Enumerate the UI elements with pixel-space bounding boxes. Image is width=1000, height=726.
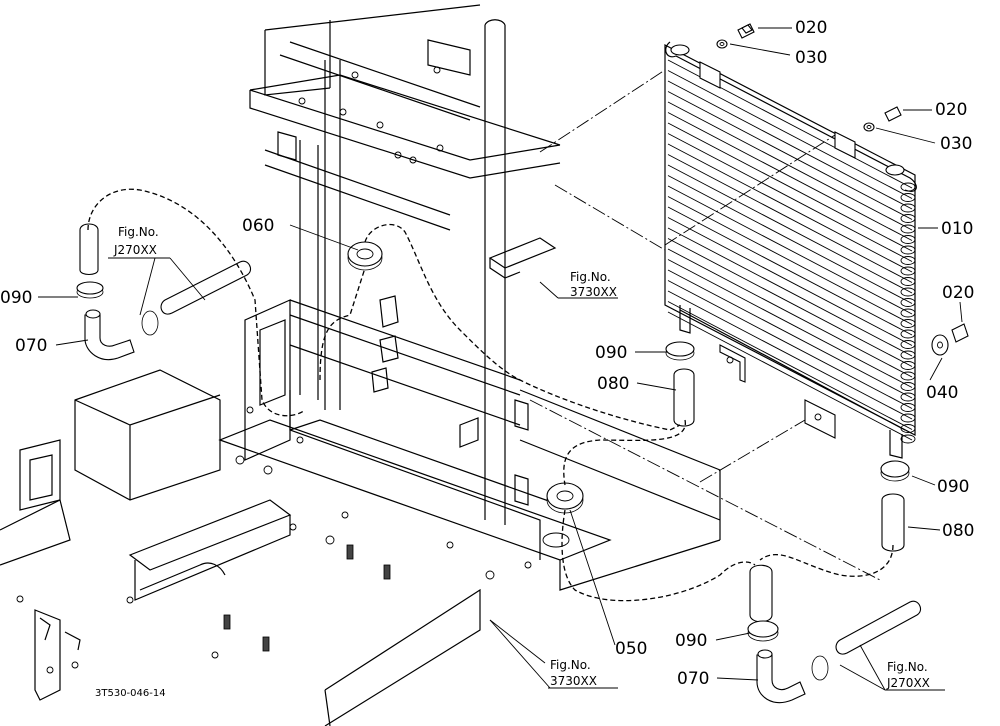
reference-line2: J270XX — [886, 676, 930, 690]
callout-080-right: 080 — [942, 521, 974, 541]
cooler-tube-end — [900, 382, 916, 391]
cooler-tube-end — [900, 392, 916, 402]
cooler-tube-end — [900, 371, 916, 381]
reference-line2: 3730XX — [570, 285, 617, 299]
cooler-fin — [667, 133, 913, 262]
cooler-fin — [667, 164, 913, 294]
cooler-fin — [667, 217, 913, 346]
callout-070-bottom: 070 — [677, 669, 709, 689]
cooler-tube-end — [900, 287, 916, 297]
reference-line2: J270XX — [113, 243, 157, 257]
cooler-fin — [667, 280, 913, 409]
diagram-code: 3T530-046-14 — [95, 688, 166, 699]
cooler-tube-end — [900, 424, 916, 433]
cooler-tube-end — [900, 329, 916, 339]
cooler-tube-end — [900, 224, 916, 234]
cooler-fin — [667, 185, 913, 315]
cooler-fin — [667, 301, 913, 430]
cooler-tube-end — [900, 256, 916, 265]
callout-090-right: 090 — [937, 477, 969, 497]
cooler-fin — [667, 290, 913, 420]
cooler-tube-end — [900, 361, 916, 370]
frame-structure — [0, 4, 721, 726]
callout-010: 010 — [941, 219, 973, 239]
cooler-fittings — [716, 23, 969, 356]
cooler-tube-end — [900, 203, 916, 213]
cooler-tube-end — [900, 298, 916, 307]
cooler-fin — [667, 175, 913, 304]
cooler-fin — [667, 196, 913, 325]
reference-line2: 3730XX — [550, 674, 597, 688]
callout-030-top: 030 — [795, 48, 827, 68]
cooler-tube-end — [900, 308, 916, 318]
cooler-tube-end — [900, 235, 916, 244]
cooler-fin — [667, 259, 913, 388]
callout-090-center: 090 — [595, 343, 627, 363]
reference-j270-left: Fig.No. J270XX — [113, 225, 159, 257]
cooler-fin — [667, 206, 913, 336]
callout-leaders — [38, 27, 963, 691]
cooler-fin — [667, 154, 913, 283]
cooler-tube-end — [900, 434, 916, 444]
cooler-fin — [667, 112, 913, 241]
callout-050: 050 — [615, 639, 647, 659]
reference-line1: Fig.No. — [118, 225, 159, 239]
cooler-fin — [667, 122, 913, 252]
callout-090-bottom: 090 — [675, 631, 707, 651]
callout-080-center: 080 — [597, 374, 629, 394]
callout-040: 040 — [926, 383, 958, 403]
cooler-fin — [667, 70, 913, 199]
cooler-tube-end — [900, 403, 916, 412]
callout-020-middle: 020 — [935, 100, 967, 120]
cooler-tube-end — [900, 193, 916, 202]
cooler-fin — [667, 248, 913, 378]
cooler-fin — [667, 143, 913, 273]
callout-070-left: 070 — [15, 336, 47, 356]
callout-labels: 020 030 020 030 010 020 040 060 090 070 … — [0, 18, 974, 689]
cooler-fin — [667, 80, 913, 210]
oil-cooler-core — [664, 41, 917, 459]
cooler-tube-end — [900, 350, 916, 360]
figure-references: Fig.No. 3730XX Fig.No. J270XX Fig.No. 37… — [113, 225, 930, 690]
hose-assemblies — [76, 223, 921, 704]
cooler-tube-end — [900, 277, 916, 286]
reference-line1: Fig.No. — [887, 660, 928, 674]
callout-060: 060 — [242, 216, 274, 236]
cooler-fin — [667, 311, 913, 441]
reference-3730-top: Fig.No. 3730XX — [570, 270, 617, 299]
cooler-fin — [667, 238, 913, 367]
cooler-tube-end — [900, 340, 916, 349]
cooler-tube-end — [900, 413, 916, 423]
reference-3730-bottom: Fig.No. 3730XX — [550, 658, 597, 688]
callout-030-middle: 030 — [940, 134, 972, 154]
cooler-tube-end — [900, 182, 916, 192]
reference-line1: Fig.No. — [570, 270, 611, 284]
cooler-fin — [667, 269, 913, 399]
cooler-tube-end — [900, 214, 916, 223]
reference-j270-right: Fig.No. J270XX — [886, 660, 930, 690]
hose-routing-lines — [87, 69, 894, 602]
cooler-tube-end — [900, 266, 916, 276]
cooler-fin — [667, 91, 913, 220]
cooler-fin — [667, 227, 913, 357]
callout-020-top: 020 — [795, 18, 827, 38]
callout-020-right: 020 — [942, 283, 974, 303]
cooler-tube-end — [900, 245, 916, 255]
callout-090-left: 090 — [0, 288, 32, 308]
cooler-tube-end — [900, 319, 916, 328]
cooler-fin — [667, 101, 913, 231]
reference-line1: Fig.No. — [550, 658, 591, 672]
